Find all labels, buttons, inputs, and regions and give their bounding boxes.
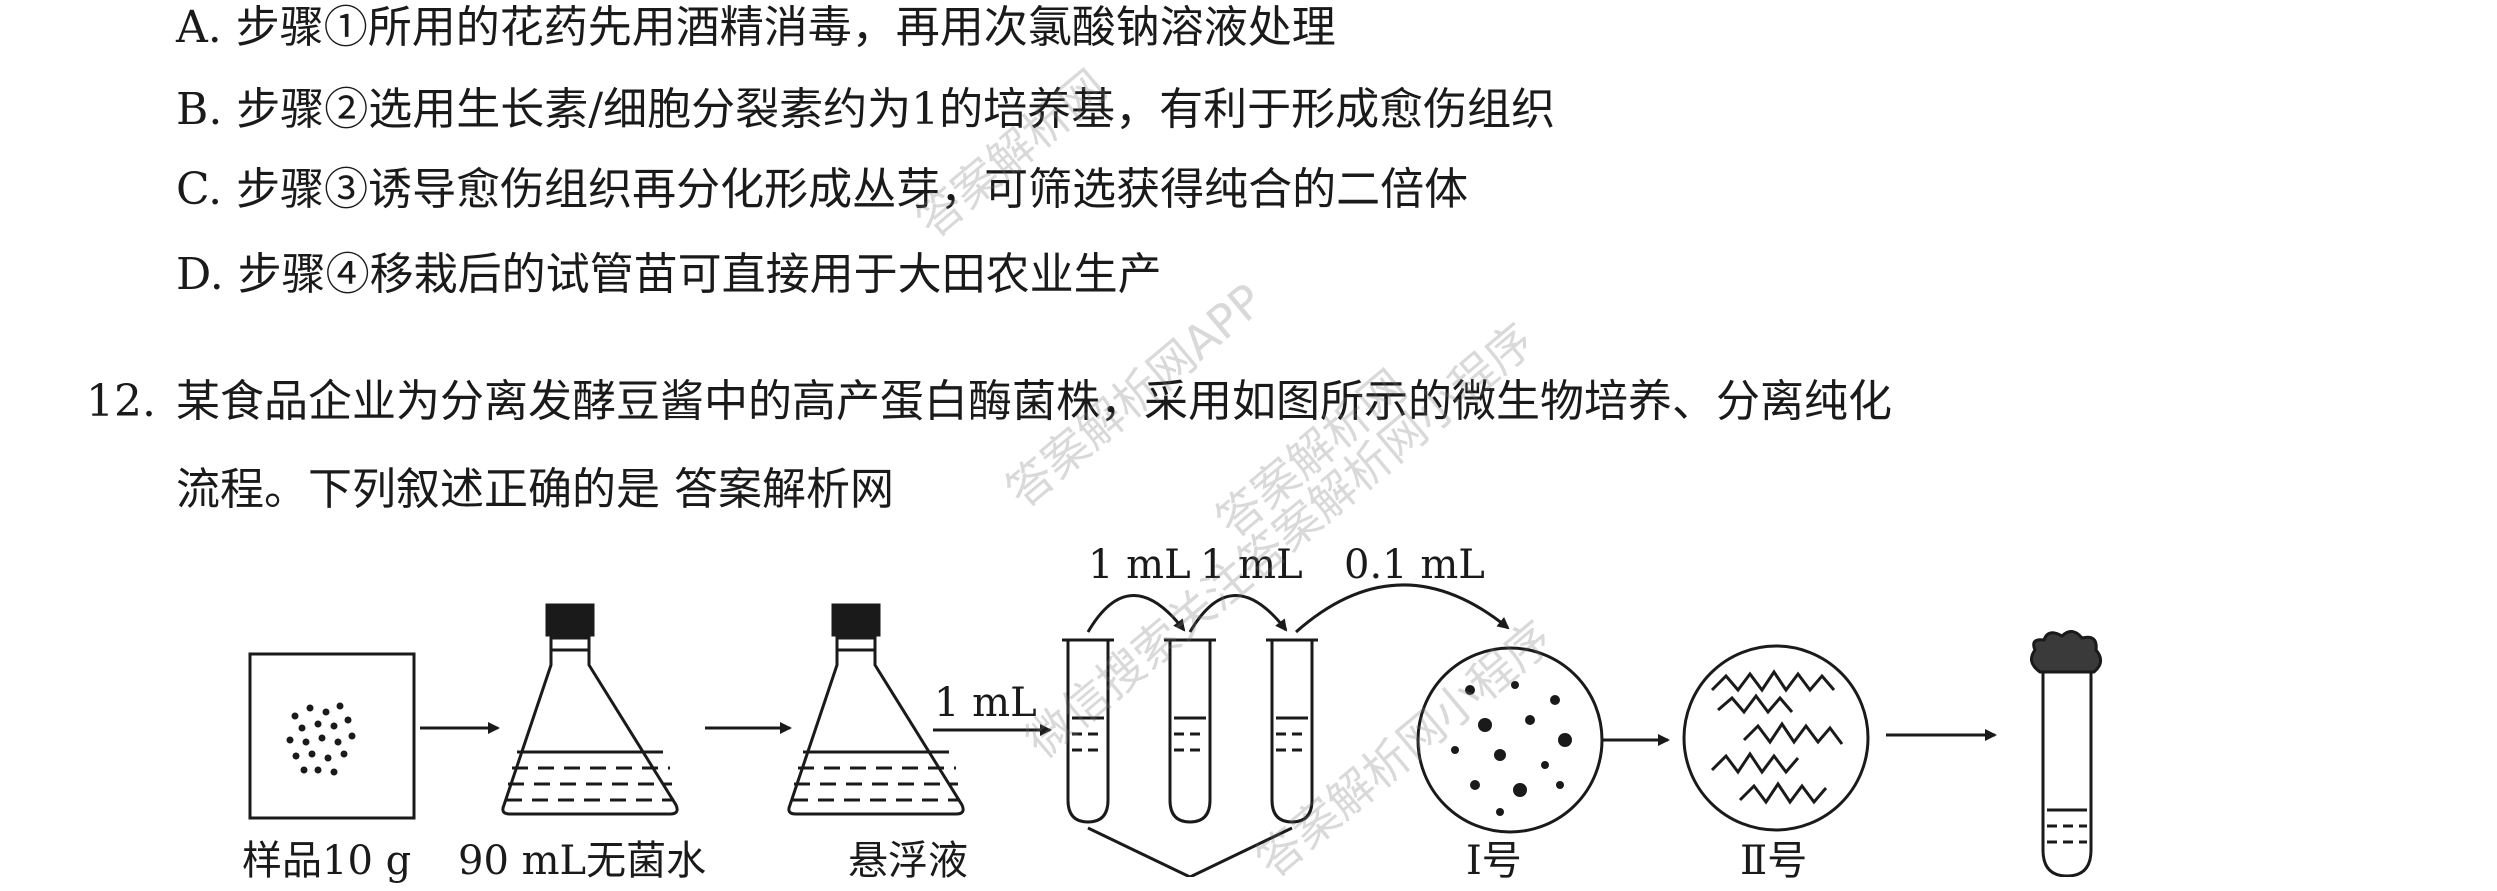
plate-1 <box>1416 646 1604 834</box>
option-d: D. 步骤④移栽后的试管苗可直接用于大田农业生产 <box>176 249 1162 300</box>
suspension-label: 悬浮液 <box>848 838 968 884</box>
flask-water <box>501 603 679 816</box>
question-text-line-1: 某食品企业为分离发酵豆酱中的高产蛋白酶菌株，采用如图所示的微生物培养、分离纯化 <box>176 376 1892 427</box>
test-tube-2 <box>1164 638 1216 824</box>
dilution-label-2: 1 mL <box>1200 542 1303 588</box>
dilution-label-1: 1 mL <box>1088 542 1191 588</box>
sample-particles <box>286 702 356 776</box>
test-tube-3 <box>1266 638 1318 824</box>
test-tube-1 <box>1062 638 1114 824</box>
plate-1-label: Ⅰ号 <box>1466 838 1522 884</box>
flask-suspension <box>787 603 965 816</box>
option-b: B. 步骤②选用生长素/细胞分裂素约为1的培养基，有利于形成愈伤组织 <box>176 84 1556 135</box>
plate-2 <box>1682 644 1870 832</box>
option-c: C. 步骤③诱导愈伤组织再分化形成丛芽，可筛选获得纯合的二倍体 <box>176 164 1469 215</box>
sample-label: 样品10 g <box>242 838 412 884</box>
plate-2-label: Ⅱ号 <box>1740 838 1808 884</box>
water-label: 90 mL无菌水 <box>458 838 707 884</box>
dilution-label-3: 0.1 mL <box>1344 542 1485 588</box>
slant-tube <box>2029 630 2102 877</box>
question-text-line-2: 流程。下列叙述正确的是 答案解析网 <box>176 464 894 515</box>
question-number: 12. <box>86 376 156 427</box>
option-a: A. 步骤①所用的花药先用酒精消毒，再用次氯酸钠溶液处理 <box>176 2 1336 53</box>
plate-1-colonies <box>1451 681 1572 816</box>
sample-box <box>248 652 416 820</box>
transfer-label: 1 mL <box>934 680 1037 726</box>
